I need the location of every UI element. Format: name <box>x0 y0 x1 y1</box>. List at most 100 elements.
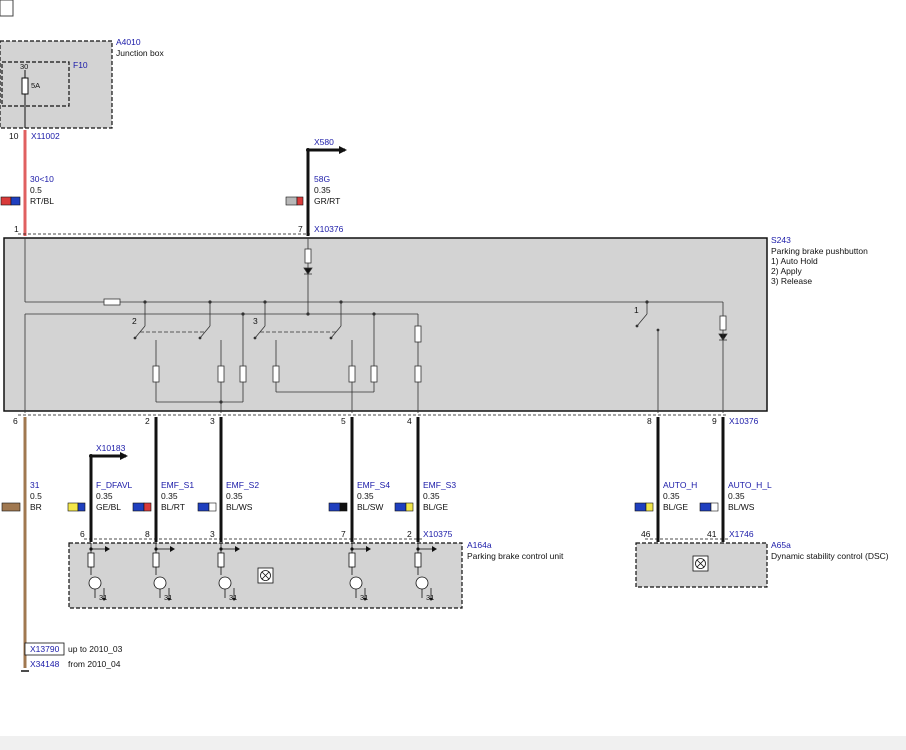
pushbutton-bottom-pin: 3 <box>210 416 215 426</box>
control-unit-pin: 7 <box>341 529 346 539</box>
wire-signal: AUTO_H_L <box>728 480 772 490</box>
control-unit-id: A164a <box>467 540 492 550</box>
channel-ground-label: 31 <box>229 593 237 602</box>
channel-ground-label: 31 <box>360 593 368 602</box>
pushbutton-bottom-pin: 2 <box>145 416 150 426</box>
channel-resistor <box>414 552 422 568</box>
channel-arrow-icon <box>366 546 371 552</box>
pushbutton-id: S243 <box>771 235 791 245</box>
channel-resistor <box>152 552 160 568</box>
wire-color-swatch <box>10 196 21 206</box>
wire-size: 0.35 <box>226 491 243 501</box>
wire-color-swatch <box>634 502 647 512</box>
wire-size: 0.35 <box>314 185 331 195</box>
wire-color: RT/BL <box>30 196 54 206</box>
pushbutton-legend-item: 2) Apply <box>771 266 802 276</box>
switch-label-apply: 2 <box>132 316 137 326</box>
wire-size: 0.35 <box>357 491 374 501</box>
pushbutton-legend-item: 3) Release <box>771 276 812 286</box>
pushbutton-top-connector: X10376 <box>314 224 344 234</box>
wire-color-swatch <box>328 502 341 512</box>
wire-color-swatch <box>710 502 719 512</box>
dsc-module-icon <box>696 559 705 568</box>
wire-color-swatch <box>1 502 21 512</box>
x10183-dot <box>89 454 93 458</box>
ground-note: from 2010_04 <box>68 659 121 669</box>
wire-color-swatch <box>339 502 348 512</box>
control-unit-module-icon <box>257 567 274 584</box>
wire-signal: AUTO_H <box>663 480 697 490</box>
dsc-pin: 41 <box>707 529 717 539</box>
wire-color-swatch <box>394 502 407 512</box>
wire-signal: EMF_S3 <box>423 480 456 490</box>
channel-arrow-icon <box>105 546 110 552</box>
ground-arrow-icon <box>232 598 236 601</box>
channel-resistor <box>217 552 225 568</box>
transistor-icon <box>218 576 232 590</box>
control-unit-connector: X10375 <box>423 529 453 539</box>
wire-color-swatch <box>208 502 217 512</box>
dsc-module <box>635 542 768 588</box>
wire-size: 0.35 <box>161 491 178 501</box>
wire-size: 0.35 <box>663 491 680 501</box>
junction-box: A4010 Junction box F10 30 5A 10 X11002 <box>0 37 164 141</box>
ground-arrow-icon <box>167 598 171 601</box>
transistor-icon <box>415 576 429 590</box>
wire-color-swatch <box>285 196 298 206</box>
wire-size: 0.5 <box>30 491 42 501</box>
parking-brake-pushbutton: S243 Parking brake pushbutton 1) Auto Ho… <box>3 235 868 413</box>
switch-label-release: 3 <box>253 316 258 326</box>
wire-color: BL/WS <box>226 502 253 512</box>
pushbutton-outline <box>3 237 768 412</box>
wire-color: GE/BL <box>96 502 121 512</box>
channel-arrow-icon <box>235 546 240 552</box>
wire-signal: 58G <box>314 174 330 184</box>
dsc-pin: 46 <box>641 529 651 539</box>
junction-box-connector: X11002 <box>31 131 60 141</box>
transistor-icon <box>349 576 363 590</box>
wire-color-swatch <box>405 502 414 512</box>
wire-color-swatch <box>143 502 152 512</box>
wire-size: 0.35 <box>423 491 440 501</box>
wire-signal: EMF_S4 <box>357 480 390 490</box>
wire-color: BL/GE <box>423 502 448 512</box>
wire-color-swatch <box>67 502 79 512</box>
control-unit-pin: 2 <box>407 529 412 539</box>
transistor-icon <box>153 576 167 590</box>
channel-ground-label: 31 <box>164 593 172 602</box>
page-corner-marker <box>0 0 14 17</box>
channel-arrow-icon <box>432 546 437 552</box>
wire-color: BL/WS <box>728 502 755 512</box>
junction-box-id: A4010 <box>116 37 141 47</box>
fuse-id: F10 <box>73 60 88 70</box>
junction-box-name: Junction box <box>116 48 164 58</box>
fuse-pin: 30 <box>20 62 28 71</box>
wire-signal: EMF_S2 <box>226 480 259 490</box>
channel-arrow-icon <box>170 546 175 552</box>
wire-size: 0.5 <box>30 185 42 195</box>
control-unit-pin: 6 <box>80 529 85 539</box>
wire-signal: F_DFAVL <box>96 480 132 490</box>
channel-ground-label: 31 <box>426 593 434 602</box>
pushbutton-name: Parking brake pushbutton <box>771 246 868 256</box>
wire-color: BL/SW <box>357 502 383 512</box>
dsc-id: A65a <box>771 540 791 550</box>
pushbutton-top-pin: 1 <box>14 224 19 234</box>
pushbutton-top-pin: 7 <box>298 224 303 234</box>
channel-resistor <box>87 552 95 568</box>
wire-color: BL/GE <box>663 502 688 512</box>
wire-color-swatch <box>645 502 654 512</box>
dsc-name: Dynamic stability control (DSC) <box>771 551 889 561</box>
wire-size: 0.35 <box>96 491 113 501</box>
control-unit-pin: 3 <box>210 529 215 539</box>
junction-box-outline <box>0 40 113 129</box>
x580-dot <box>306 148 310 152</box>
wire-size: 0.35 <box>728 491 745 501</box>
pushbutton-bottom-pin: 4 <box>407 416 412 426</box>
transistor-icon <box>88 576 102 590</box>
wire-signal: 31 <box>30 480 40 490</box>
dsc-module-icon <box>695 558 706 569</box>
dsc-connector: X1746 <box>729 529 754 539</box>
